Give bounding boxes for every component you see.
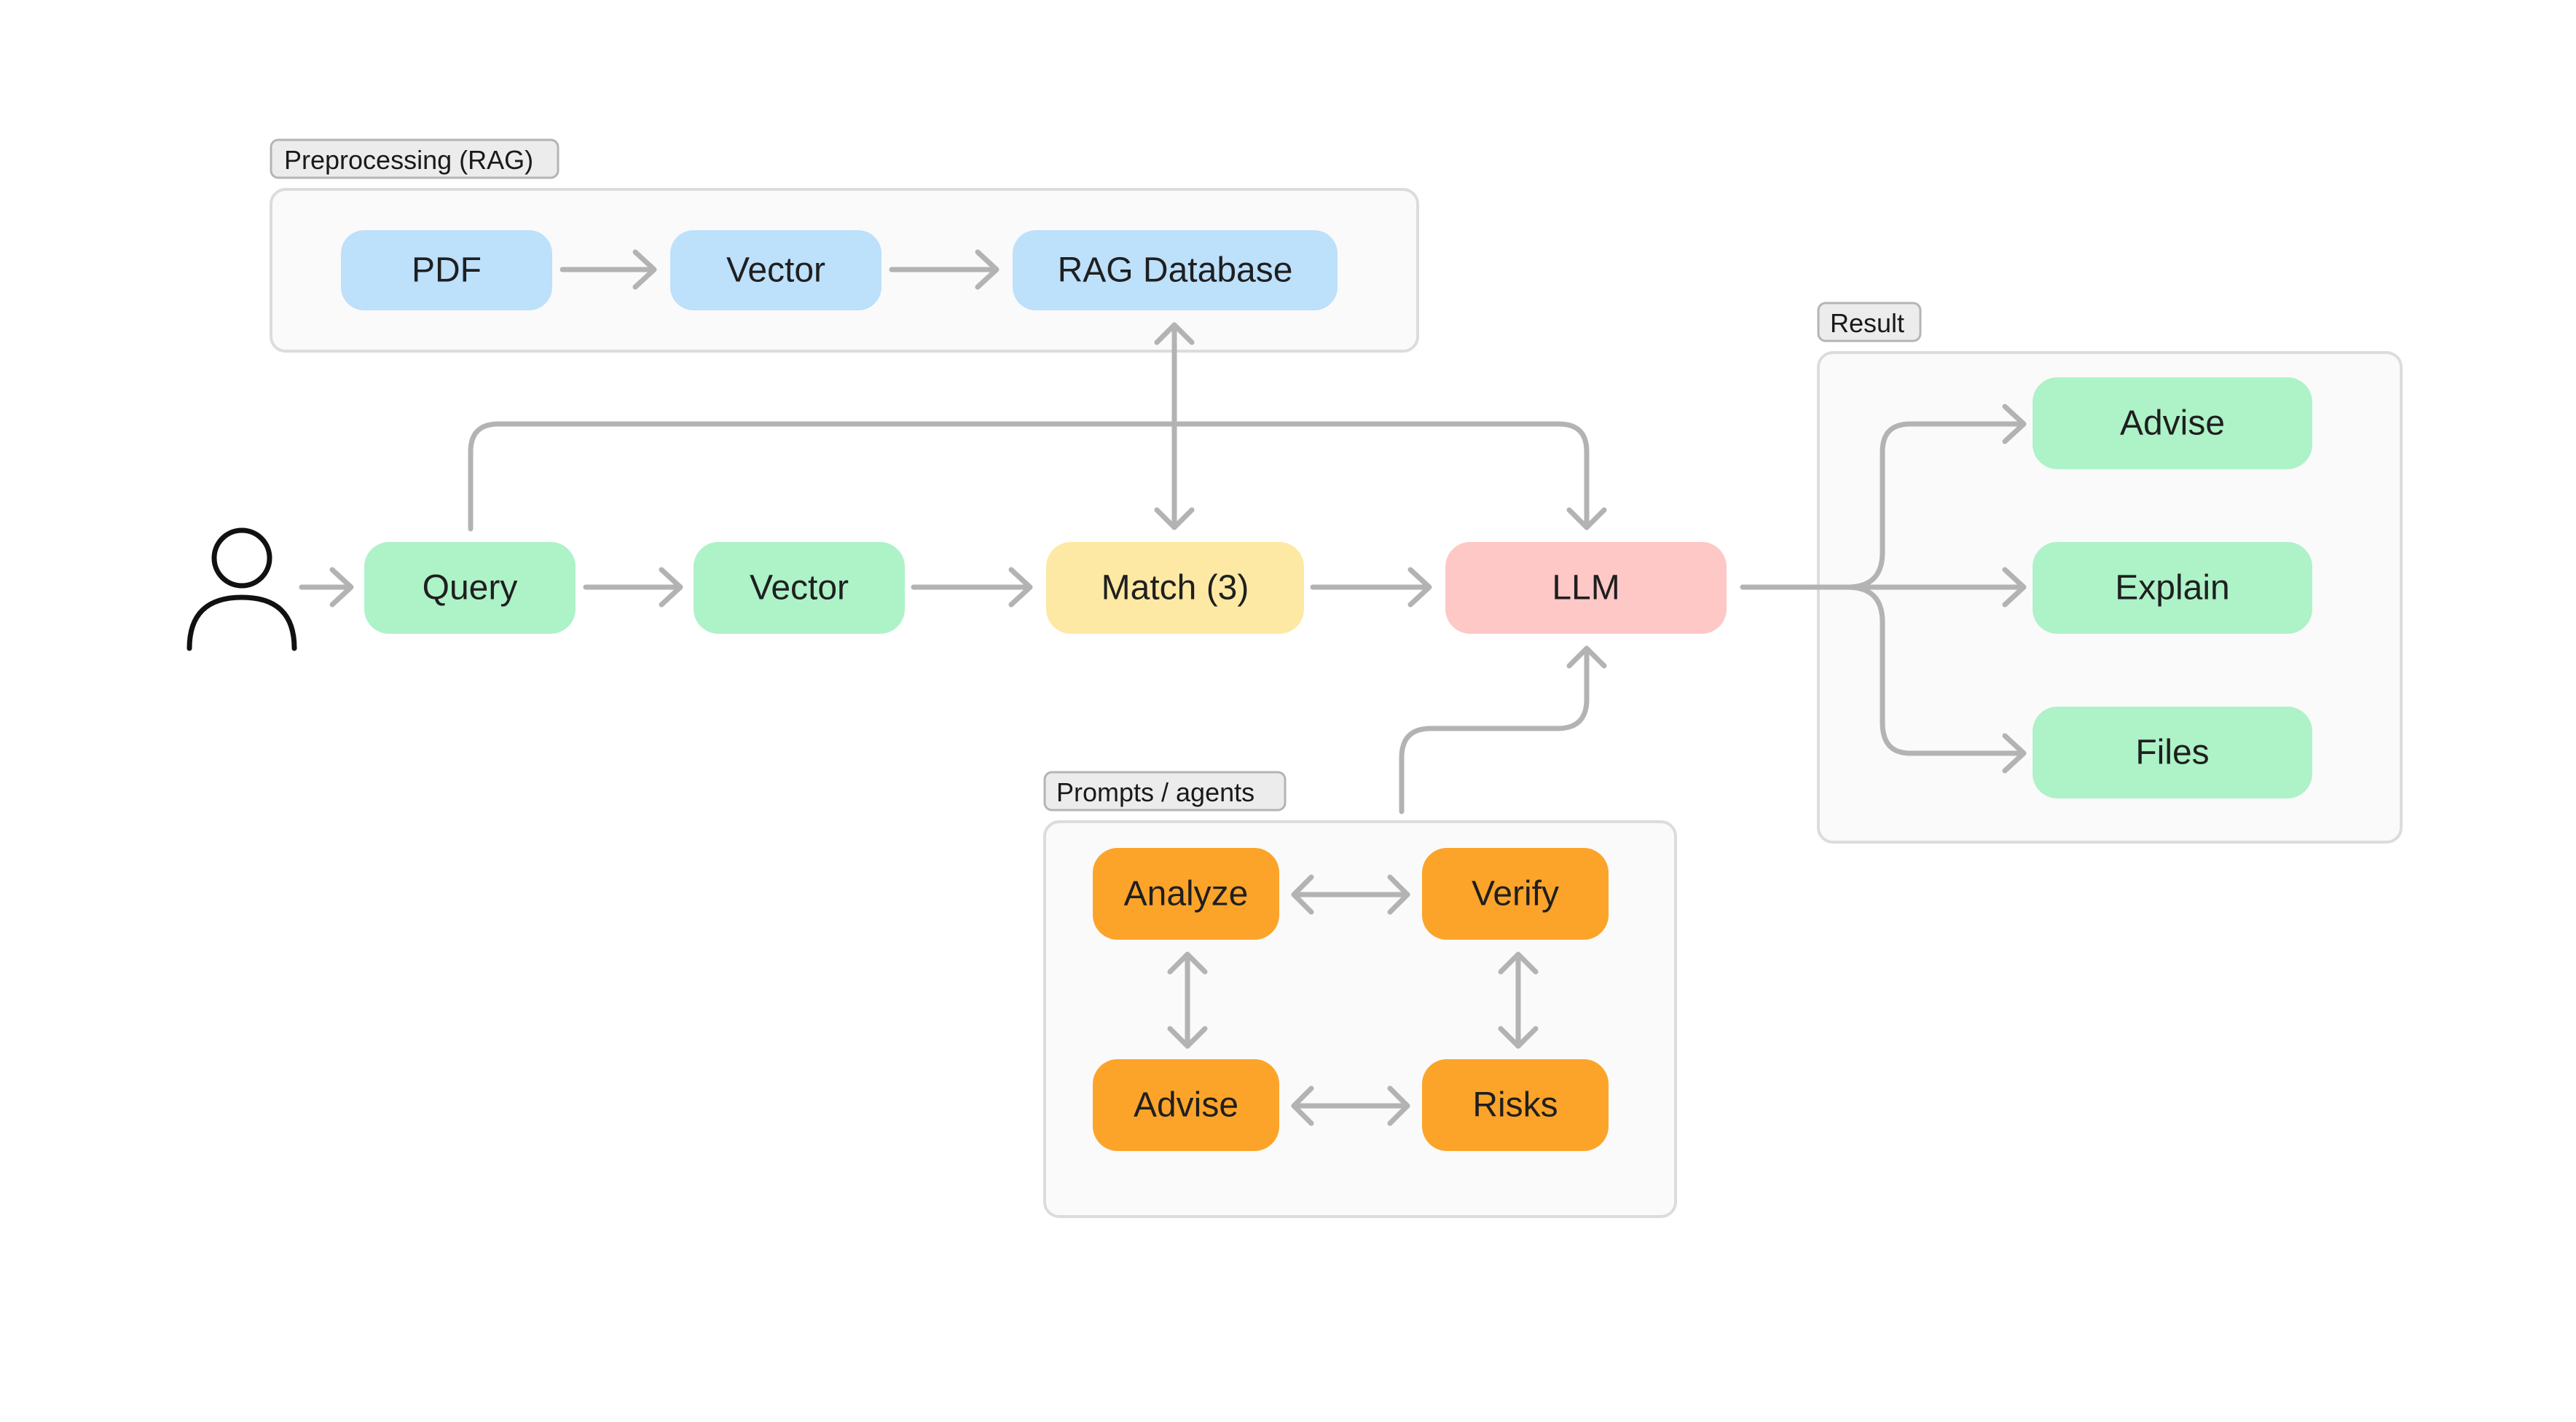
node-query[interactable]: Query (364, 542, 576, 634)
node-explain-label: Explain (2115, 569, 2229, 608)
arrow-vector-to-match (911, 567, 1033, 608)
preprocessing-tag (270, 138, 559, 179)
node-files-label: Files (2135, 734, 2209, 772)
node-risks-label: Risks (1472, 1086, 1558, 1125)
node-risks[interactable]: Risks (1422, 1059, 1609, 1151)
arrow-user-to-query (299, 567, 354, 608)
arrow-prompts-to-llm (1399, 645, 1607, 814)
node-verify-label: Verify (1472, 875, 1559, 914)
node-match-label: Match (3) (1102, 569, 1249, 608)
result-tag (1817, 302, 1922, 342)
arrow-vector-to-rag-database (889, 249, 1000, 290)
node-advise-result[interactable]: Advise (2033, 377, 2312, 469)
arrow-query-to-llm (468, 421, 1607, 532)
node-analyze[interactable]: Analyze (1093, 848, 1279, 940)
arrow-query-to-vector (583, 567, 683, 608)
arrow-advise-risks-bidirectional (1291, 1085, 1410, 1126)
arrow-pdf-to-vector (559, 249, 657, 290)
arrow-match-to-llm (1310, 567, 1432, 608)
node-rag-database[interactable]: RAG Database (1013, 230, 1338, 310)
node-vector-preprocessing-label: Vector (726, 251, 825, 290)
node-vector-main-label: Vector (750, 569, 849, 608)
node-vector-preprocessing[interactable]: Vector (670, 230, 881, 310)
node-llm[interactable]: LLM (1445, 542, 1727, 634)
node-advise-agent[interactable]: Advise (1093, 1059, 1279, 1151)
user-icon (186, 527, 297, 651)
node-files[interactable]: Files (2033, 707, 2312, 798)
node-rag-database-label: RAG Database (1058, 251, 1293, 290)
arrow-analyze-advise-bidirectional (1167, 951, 1208, 1049)
node-analyze-label: Analyze (1124, 875, 1249, 914)
node-verify[interactable]: Verify (1422, 848, 1609, 940)
preprocessing-label: Preprocessing (RAG) (284, 145, 533, 175)
prompts-tag (1043, 771, 1287, 812)
arrow-verify-risks-bidirectional (1498, 951, 1539, 1049)
arrow-analyze-verify-bidirectional (1291, 874, 1410, 915)
arrow-llm-to-results (1740, 404, 2027, 774)
node-query-label: Query (423, 569, 518, 608)
node-pdf-label: PDF (412, 251, 482, 290)
prompts-label: Prompts / agents (1056, 777, 1254, 807)
result-label: Result (1830, 308, 1904, 338)
node-advise-agent-label: Advise (1134, 1086, 1238, 1125)
node-match[interactable]: Match (3) (1046, 542, 1304, 634)
connectors (299, 249, 2027, 1126)
node-llm-label: LLM (1552, 569, 1619, 608)
node-vector-main[interactable]: Vector (694, 542, 905, 634)
node-pdf[interactable]: PDF (341, 230, 552, 310)
node-advise-result-label: Advise (2120, 404, 2225, 443)
node-explain[interactable]: Explain (2033, 542, 2312, 634)
